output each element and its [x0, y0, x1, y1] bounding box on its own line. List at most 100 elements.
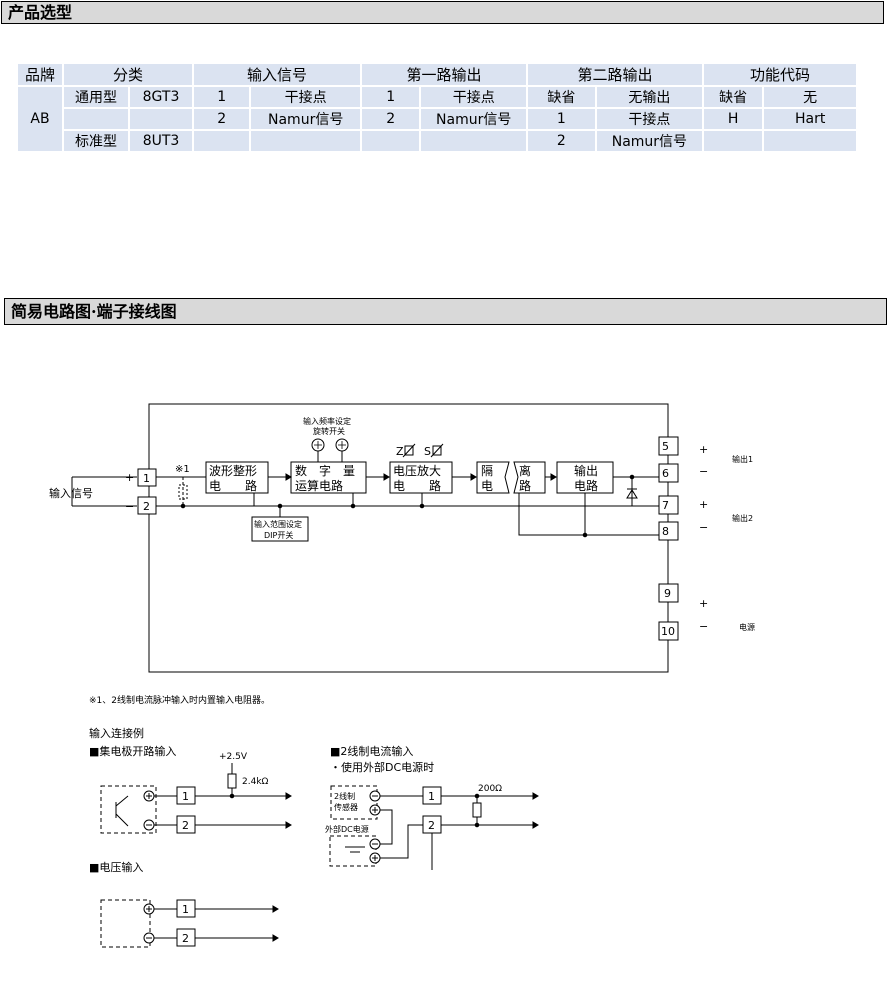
isolation-block-left: [476, 461, 510, 494]
input-signal-label: 输入信号: [49, 486, 93, 500]
example-2-subtitle: ・使用外部DC电源时: [330, 760, 434, 774]
span-trim-icon: [432, 445, 442, 456]
svg-text:2: 2: [428, 819, 435, 832]
table-cell: [194, 131, 250, 151]
table-cell: [421, 131, 526, 151]
iso-label-2a: 离: [519, 463, 531, 478]
example-1-title: ■集电极开路输入: [89, 744, 176, 758]
rotary-switch-label: 旋转开关: [313, 426, 345, 436]
table-cell: 干接点: [421, 87, 526, 107]
freq-setting-label: 输入频率设定: [303, 416, 351, 426]
product-selection-table: 品牌 分类 输入信号 第一路输出 第二路输出 功能代码 AB 通用型 8GT3 …: [16, 62, 858, 153]
svg-text:1: 1: [428, 790, 435, 803]
dip-label-2: DIP开关: [264, 530, 293, 540]
table-row: AB 通用型 8GT3 1 干接点 1 干接点 缺省 无输出 缺省 无: [18, 87, 856, 151]
table-cell: Namur信号: [251, 109, 360, 129]
voltage-source-device: [100, 899, 151, 948]
example-1-resistance: 2.4kΩ: [242, 777, 269, 787]
output-1-label: 输出1: [732, 454, 753, 464]
terminal-10: [658, 621, 679, 641]
internal-resistor: [178, 484, 188, 500]
table-header-row: 品牌 分类 输入信号 第一路输出 第二路输出 功能代码: [18, 64, 856, 85]
open-collector-device: [100, 785, 157, 834]
input-minus: −: [125, 500, 134, 513]
terminal-5-label: 5: [662, 440, 669, 453]
device-enclosure: [148, 403, 669, 673]
output-label-1: 输出: [574, 463, 598, 478]
section-header-circuit: 简易电路图·端子接线图: [4, 298, 887, 325]
terminal-2-label: 2: [143, 500, 150, 513]
terminal-10-label: 10: [661, 625, 675, 638]
iso-label-1b: 电: [481, 479, 493, 493]
sensor-label-2: 传感器: [334, 802, 358, 812]
footnote: ※1、2线制电流脉冲输入时内置输入电阻器。: [89, 694, 270, 706]
terminal-6: [658, 463, 679, 483]
power-label: 电源: [739, 622, 755, 632]
terminal-5: [658, 436, 679, 456]
header-category: 分类: [64, 64, 192, 85]
table-cell: [130, 109, 192, 129]
out2-minus: −: [699, 521, 708, 534]
span-label: S: [424, 445, 431, 458]
shunt-resistor: [472, 802, 482, 818]
zero-label: Z: [396, 445, 404, 458]
amp-label-2: 电 路: [393, 478, 441, 493]
example-2-title: ■2线制电流输入: [330, 744, 413, 758]
table-cell: 干接点: [251, 87, 360, 107]
wave-shaping-label-1: 波形整形: [209, 463, 257, 478]
out1-minus: −: [699, 465, 708, 478]
zero-trim-icon: [404, 445, 414, 456]
output-2-label: 输出2: [732, 513, 753, 523]
terminal-7-label: 7: [662, 499, 669, 512]
section-header-product-selection: 产品选型: [1, 1, 884, 24]
table-cell: Hart: [764, 109, 856, 129]
iso-label-2b: 路: [519, 478, 531, 493]
example-2-resistance: 200Ω: [478, 784, 502, 794]
header-output-2: 第二路输出: [528, 64, 702, 85]
terminal-8-label: 8: [662, 525, 669, 538]
amp-label-1: 电压放大: [393, 463, 441, 478]
digital-label-2: 运算电路: [295, 478, 343, 493]
table-cell: 缺省: [704, 87, 763, 107]
sensor-label-1: 2线制: [334, 791, 355, 801]
two-wire-sensor: [330, 785, 378, 820]
terminal-9: [658, 583, 679, 603]
table-cell: 无输出: [596, 87, 702, 107]
external-dc-label: 外部DC电源: [325, 824, 369, 834]
external-dc-source: [329, 835, 377, 867]
table-cell: 通用型: [64, 87, 128, 107]
out1-plus: +: [699, 443, 708, 456]
table-cell: [64, 109, 128, 129]
svg-text:1: 1: [182, 903, 189, 916]
header-input-signal: 输入信号: [194, 64, 360, 85]
svg-text:2: 2: [182, 932, 189, 945]
table-cell: [704, 131, 763, 151]
table-cell: [362, 131, 420, 151]
header-brand: 品牌: [18, 64, 62, 85]
header-function-code: 功能代码: [704, 64, 856, 85]
junction-dot: [180, 503, 186, 509]
svg-text:1: 1: [182, 790, 189, 803]
example-1-voltage: +2.5V: [219, 752, 248, 762]
table-cell: 1: [194, 87, 250, 107]
header-output-1: 第一路输出: [362, 64, 526, 85]
terminal-1-label: 1: [143, 472, 150, 485]
table-cell: Namur信号: [596, 131, 702, 151]
table-cell: 8UT3: [130, 131, 192, 151]
example-3-title: ■电压输入: [89, 860, 143, 874]
table-row: 标准型 8UT3 2 Namur信号: [18, 131, 856, 151]
table-cell: [251, 131, 360, 151]
table-cell: H: [704, 109, 763, 129]
pullup-resistor: [227, 773, 237, 789]
table-cell: 8GT3: [130, 87, 192, 107]
input-plus: +: [125, 471, 134, 484]
terminal-8: [658, 521, 679, 541]
power-plus: +: [699, 597, 708, 610]
table-cell: 2: [194, 109, 250, 129]
table-cell: 无: [764, 87, 856, 107]
terminal-7: [658, 495, 679, 515]
example-title: 输入连接例: [89, 726, 144, 740]
terminal-9-label: 9: [664, 587, 671, 600]
wave-shaping-label-2: 电 路: [209, 478, 257, 493]
